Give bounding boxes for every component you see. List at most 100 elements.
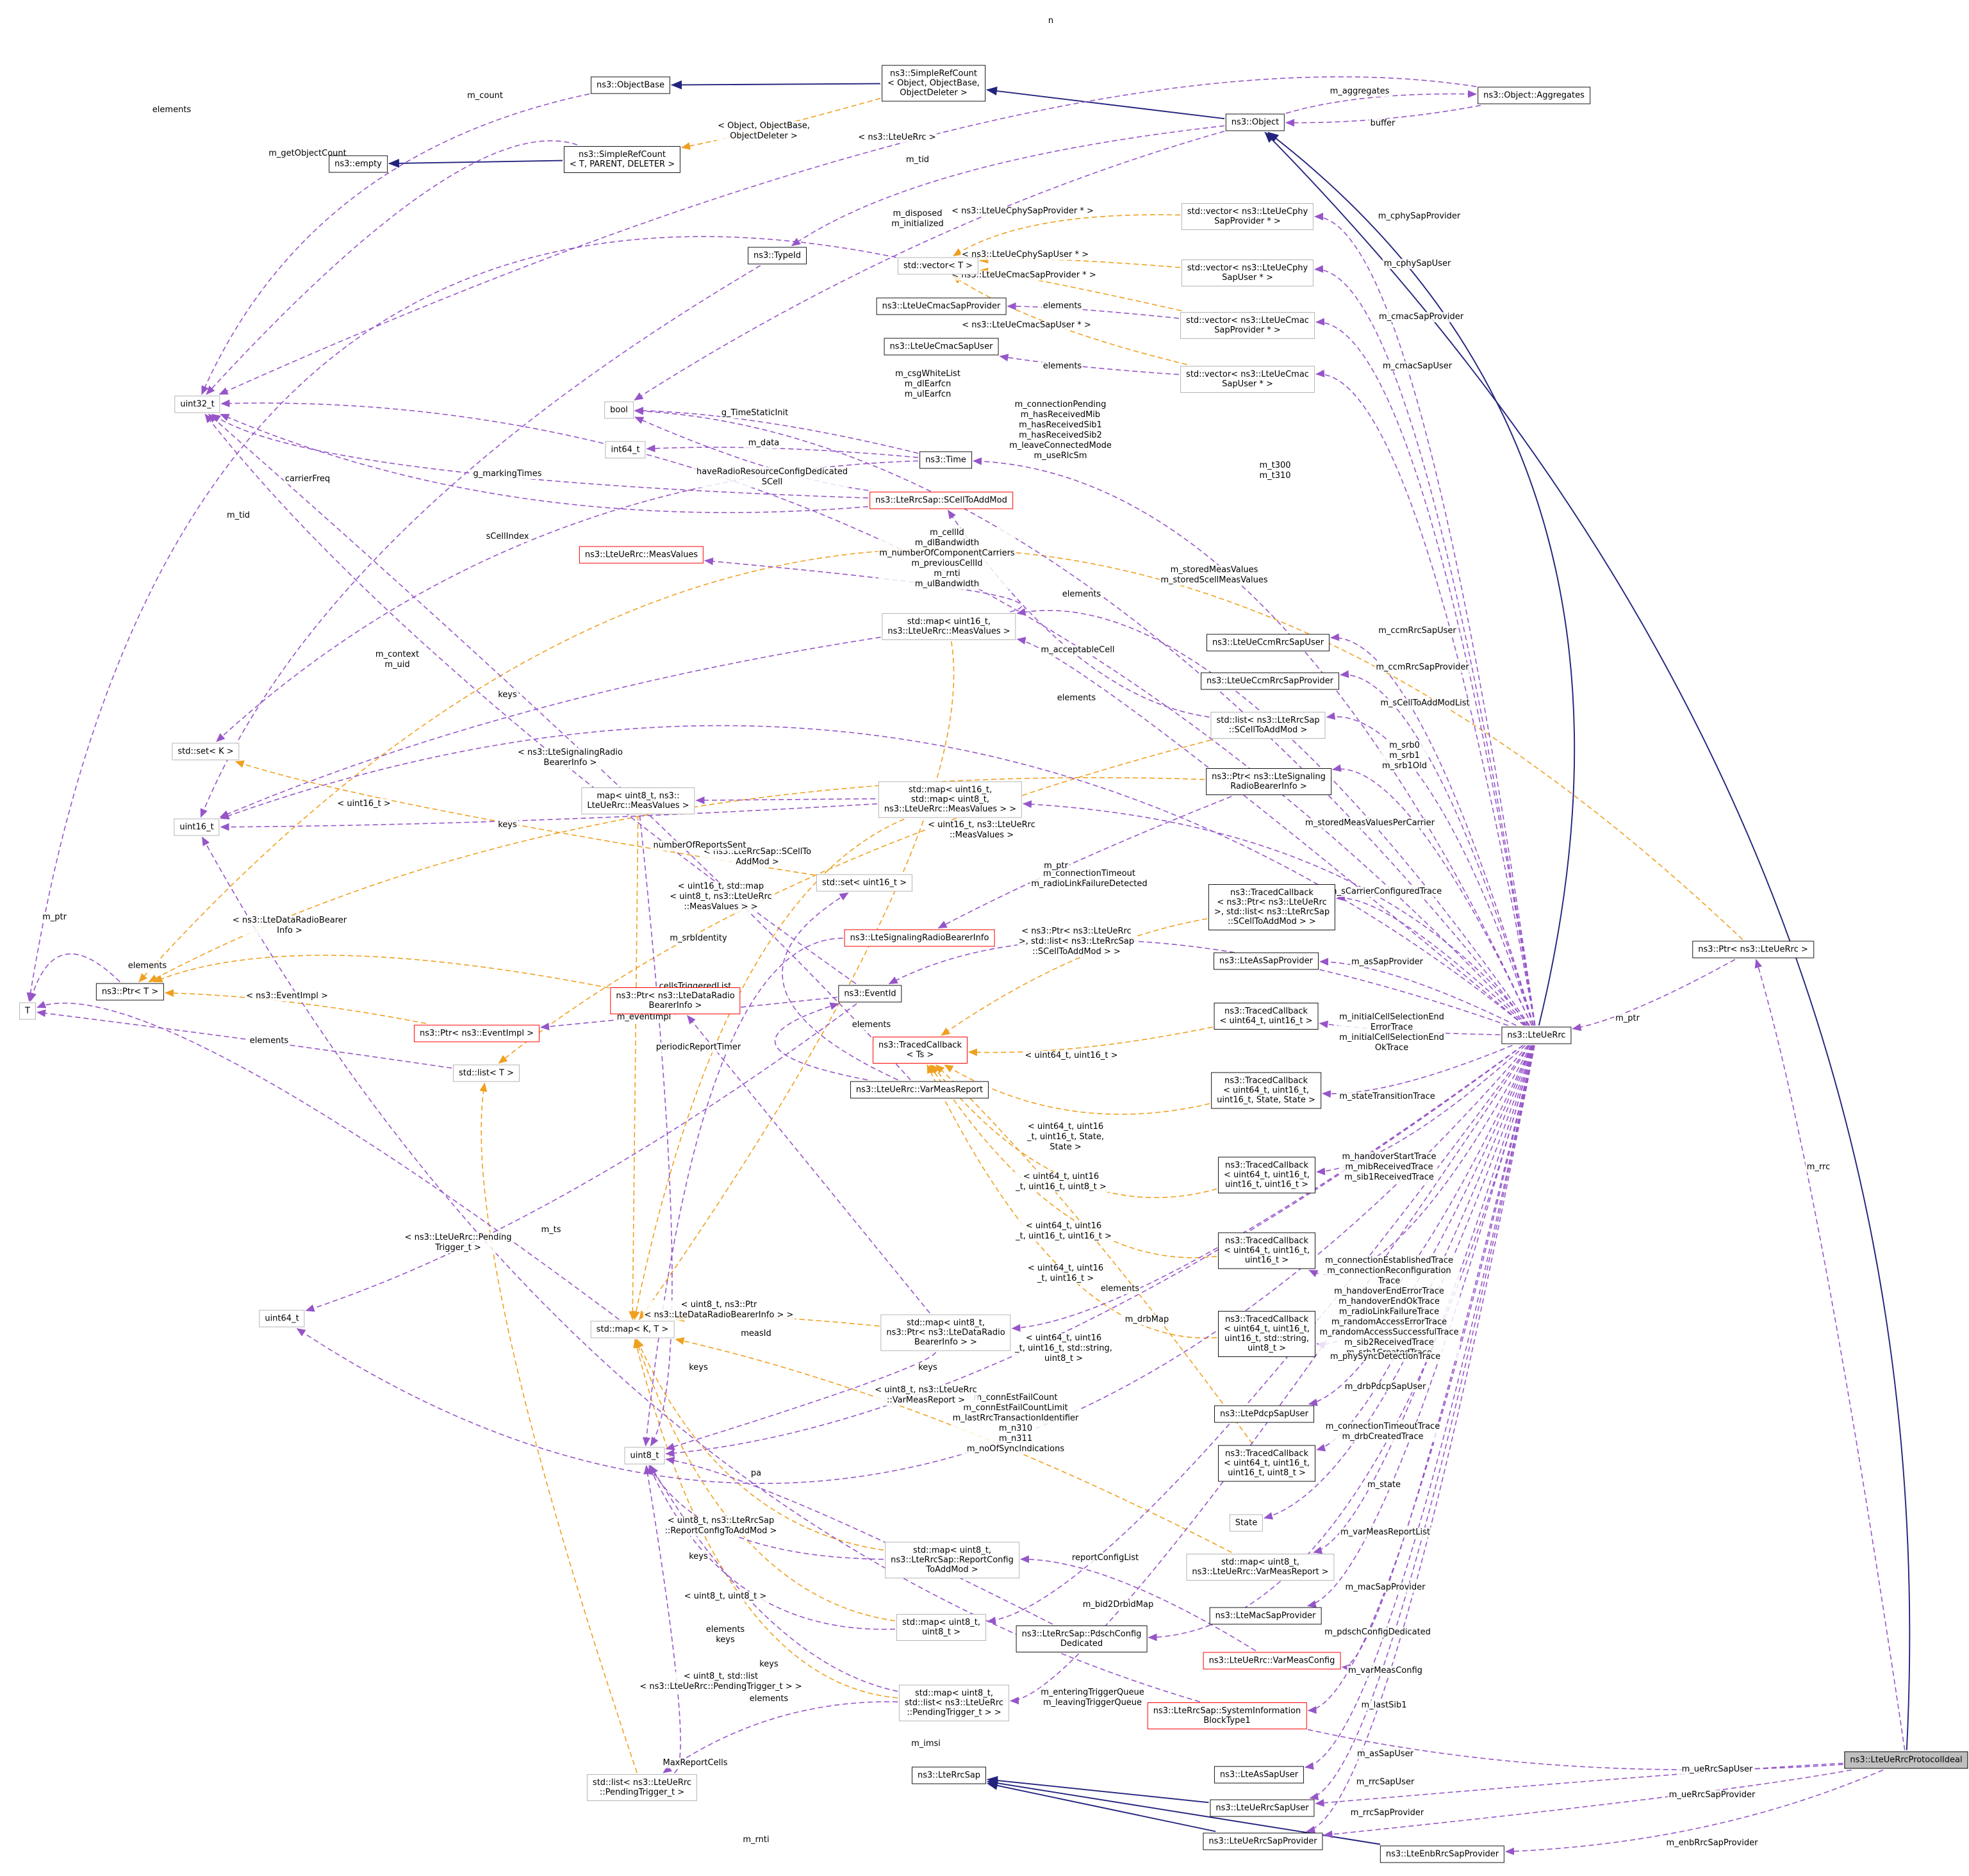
edge-label: m_pdschConfigDedicated xyxy=(1323,1627,1432,1638)
edge-lteuerrc-to-eventid xyxy=(888,939,1508,1026)
class-node-ptr_drb[interactable]: ns3::Ptr< ns3::LteDataRadio BearerInfo > xyxy=(610,987,741,1014)
class-node-tc_3[interactable]: ns3::TracedCallback < uint64_t, uint16_t… xyxy=(1217,1232,1316,1269)
edge-object-to-src_obj xyxy=(986,86,1225,120)
edge-label: m_getObjectCount xyxy=(267,149,348,159)
class-node-ptr_evt[interactable]: ns3::Ptr< ns3::EventImpl > xyxy=(413,1024,540,1042)
class-node-t_box: T xyxy=(19,1002,36,1020)
edge-time-to-int64 xyxy=(646,444,919,458)
class-node-map_vmr: std::map< uint8_t, ns3::LteUeRrc::VarMea… xyxy=(1186,1554,1335,1581)
class-node-mac_sap_prov[interactable]: ns3::LteMacSapProvider xyxy=(1209,1607,1322,1625)
edge-lteuerrc-to-tc_4x16 xyxy=(1316,1044,1526,1176)
edge-label: m_ptr xyxy=(41,912,68,923)
edge-pdsch-to-uint8 xyxy=(665,1456,1053,1625)
edge-label: m_srb0 m_srb1 m_srb1Old xyxy=(1381,741,1428,771)
class-node-tc_u8[interactable]: ns3::TracedCallback < uint64_t, uint16_t… xyxy=(1217,1445,1316,1482)
class-node-state_box: State xyxy=(1229,1514,1264,1532)
edge-map_reportcfg-to-uint8 xyxy=(649,1465,884,1560)
class-node-pdcp_user[interactable]: ns3::LtePdcpSapUser xyxy=(1214,1405,1314,1423)
class-node-uint64: uint64_t xyxy=(259,1310,305,1328)
edge-label: m_connectionTimeoutTrace m_drbCreatedTra… xyxy=(1324,1422,1442,1442)
class-node-set_k: std::set< K > xyxy=(172,743,240,761)
class-node-objectbase[interactable]: ns3::ObjectBase xyxy=(590,76,671,94)
class-node-tc_ts[interactable]: ns3::TracedCallback < Ts > xyxy=(873,1037,968,1064)
class-node-lteuerrc[interactable]: ns3::LteUeRrc xyxy=(1501,1026,1572,1044)
class-node-map16_meas: std::map< uint16_t, ns3::LteUeRrc::MeasV… xyxy=(882,613,1016,640)
edge-lteuerrc-to-ccm_user xyxy=(1330,633,1535,1026)
edge-lteuerrc-to-ue_sap_prov xyxy=(1306,1045,1535,1834)
edge-vec_cmac_user-to-cmacuser_cls xyxy=(999,354,1180,375)
class-node-ue_sap_prov[interactable]: ns3::LteUeRrcSapProvider xyxy=(1203,1832,1323,1850)
class-node-sib1[interactable]: ns3::LteRrcSap::SystemInformation BlockT… xyxy=(1147,1702,1307,1729)
class-node-src_obj[interactable]: ns3::SimpleRefCount < Object, ObjectBase… xyxy=(882,65,985,102)
edge-label: m_data xyxy=(746,438,781,448)
class-node-list_pending: std::list< ns3::LteUeRrc ::PendingTrigge… xyxy=(586,1774,698,1801)
edge-src_obj-to-objectbase xyxy=(671,80,881,90)
edge-label: numberOfReportsSent xyxy=(652,841,748,851)
class-node-tc_4x16[interactable]: ns3::TracedCallback < uint64_t, uint16_t… xyxy=(1217,1156,1316,1194)
class-node-varmeas_report[interactable]: ns3::LteUeRrc::VarMeasReport xyxy=(850,1081,989,1099)
edge-object-to-typeid xyxy=(791,125,1225,247)
class-node-srb_info[interactable]: ns3::LteSignalingRadioBearerInfo xyxy=(844,929,995,947)
edge-label: < uint64_t, uint16 _t, uint16_t, std::st… xyxy=(1014,1333,1114,1364)
class-node-meas[interactable]: ns3::LteUeRrc::MeasValues xyxy=(579,546,704,564)
edge-label: m_tid xyxy=(225,511,252,521)
class-node-ptr_srb[interactable]: ns3::Ptr< ns3::LteSignaling RadioBearerI… xyxy=(1206,768,1331,795)
edge-label: m_enbRrcSapProvider xyxy=(1665,1838,1759,1848)
edge-label: m_connectionTimeout m_radioLinkFailureDe… xyxy=(1030,869,1149,889)
edge-label: pa xyxy=(749,1469,763,1479)
class-node-empty[interactable]: ns3::empty xyxy=(329,155,388,173)
class-node-typeid[interactable]: ns3::TypeId xyxy=(748,247,807,265)
class-node-tc_64_16[interactable]: ns3::TracedCallback < uint64_t, uint16_t… xyxy=(1214,1003,1319,1030)
edge-label: < uint8_t, ns3::LteRrcSap ::ReportConfig… xyxy=(663,1516,779,1536)
edge-label: measId xyxy=(739,1329,773,1339)
edge-label: m_asSapProvider xyxy=(1350,957,1424,967)
edge-list_t-to-t_box xyxy=(37,1009,452,1069)
class-node-time[interactable]: ns3::Time xyxy=(919,451,972,469)
edge-lteuerrc-to-map_u8u8 xyxy=(987,1045,1530,1625)
edge-varmeascfg-to-map_reportcfg xyxy=(1020,1555,1256,1652)
class-node-object[interactable]: ns3::Object xyxy=(1225,113,1285,131)
edge-label: m_storedMeasValues m_storedScellMeasValu… xyxy=(1159,565,1269,586)
edge-object-to-bool xyxy=(634,130,1225,401)
class-node-src_t[interactable]: ns3::SimpleRefCount < T, PARENT, DELETER… xyxy=(563,146,681,173)
class-node-aggregates[interactable]: ns3::Object::Aggregates xyxy=(1478,86,1590,104)
class-node-pdsch[interactable]: ns3::LteRrcSap::PdschConfig Dedicated xyxy=(1016,1625,1148,1652)
edge-eventid-to-uint64 xyxy=(305,1003,857,1312)
edge-label: g_markingTimes xyxy=(472,469,543,479)
class-node-eventid[interactable]: ns3::EventId xyxy=(838,985,902,1003)
class-node-tc_state[interactable]: ns3::TracedCallback < uint64_t, uint16_t… xyxy=(1211,1072,1321,1109)
edge-label: m_rrcSapProvider xyxy=(1349,1808,1426,1818)
edge-label: < Object, ObjectBase, ObjectDeleter > xyxy=(716,121,811,142)
class-node-as_sap_user[interactable]: ns3::LteAsSapUser xyxy=(1214,1766,1305,1784)
class-node-ptr_uerrc[interactable]: ns3::Ptr< ns3::LteUeRrc > xyxy=(1692,941,1814,959)
edge-list_scell-to-scell xyxy=(947,509,1210,718)
edge-label: m_handoverStartTrace m_mibReceivedTrace … xyxy=(1340,1152,1438,1183)
class-node-vec_cmac_user: std::vector< ns3::LteUeCmac SapUser * > xyxy=(1180,366,1315,393)
edge-label: < ns3::LteUeCphySapUser * > xyxy=(960,250,1090,260)
class-node-ccm_user[interactable]: ns3::LteUeCcmRrcSapUser xyxy=(1206,634,1330,652)
class-node-cmacuser_cls[interactable]: ns3::LteUeCmacSapUser xyxy=(884,338,999,356)
edge-label: keys xyxy=(497,820,518,830)
class-node-scell[interactable]: ns3::LteRrcSap::SCellToAddMod xyxy=(869,491,1013,509)
class-node-tc_scc[interactable]: ns3::TracedCallback < ns3::Ptr< ns3::Lte… xyxy=(1208,884,1336,930)
class-node-cmacprov_cls[interactable]: ns3::LteUeCmacSapProvider xyxy=(876,297,1007,315)
class-node-ptr_t[interactable]: ns3::Ptr< T > xyxy=(95,983,165,1001)
edge-time-to-bool xyxy=(634,406,919,454)
edge-label: m_ccmRrcSapUser xyxy=(1377,626,1458,636)
edge-lteuerrc-to-bool xyxy=(634,407,1529,1026)
class-node-ue_sap_user[interactable]: ns3::LteUeRrcSapUser xyxy=(1210,1799,1315,1817)
edge-ue_sap_prov-to-lterrcsap xyxy=(987,1781,1216,1832)
edge-lteuerrc-to-as_sap_prov xyxy=(1319,958,1517,1026)
class-node-enb_sap_prov[interactable]: ns3::LteEnbRrcSapProvider xyxy=(1380,1845,1505,1863)
class-node-lterrcsap[interactable]: ns3::LteRrcSap xyxy=(911,1766,987,1784)
edge-label: keys xyxy=(688,1363,709,1373)
edge-tc_3-to-tc_ts xyxy=(929,1064,1217,1258)
edge-label: < uint64_t, uint16 _t, uint16_t, uint16_… xyxy=(1014,1221,1113,1242)
edge-map_vmr-to-map_kt xyxy=(675,1337,1232,1553)
class-node-tc_str[interactable]: ns3::TracedCallback < uint64_t, uint16_t… xyxy=(1217,1311,1316,1357)
class-node-ccm_prov[interactable]: ns3::LteUeCcmRrcSapProvider xyxy=(1200,672,1340,690)
class-node-as_sap_prov[interactable]: ns3::LteAsSapProvider xyxy=(1213,952,1319,970)
edge-label: m_acceptableCell xyxy=(1039,645,1116,655)
class-node-varmeascfg[interactable]: ns3::LteUeRrc::VarMeasConfig xyxy=(1203,1652,1341,1670)
edge-label: m_rnti xyxy=(741,1835,771,1845)
